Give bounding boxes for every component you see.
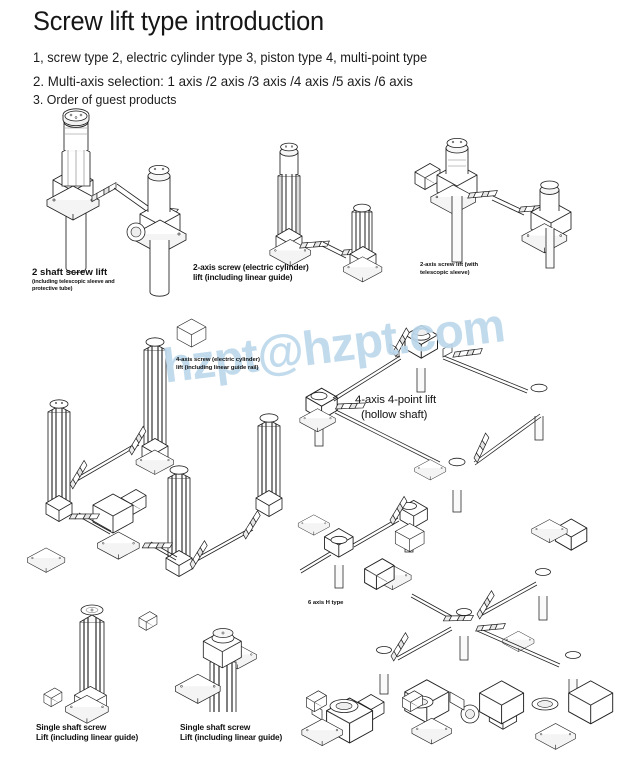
h-central-motor — [364, 523, 425, 590]
caption-single-shaft-left: Single shaft screw Lift (including linea… — [36, 722, 138, 743]
caption-6-axis-h-line1: 6 axis H type — [308, 600, 344, 606]
bevel-unit-bottom — [448, 457, 588, 551]
assembly-single-shaft-left — [43, 604, 109, 724]
caption-2-shaft-line1: 2 shaft screw lift — [32, 267, 108, 278]
caption-single-shaft-right-line1: Single shaft screw — [180, 722, 251, 732]
caption-6-axis-h-type: 6 axis H type — [308, 600, 343, 608]
column-back-left — [135, 337, 174, 475]
caption-2-axis-electric-cylinder: 2-axis screw (electric cylinder) lift (i… — [193, 262, 309, 283]
caption-single-shaft-left-line2: Lift (including linear guide) — [36, 732, 139, 743]
caption-2-shaft-screw-lift: 2 shaft screw lift (including telescopic… — [32, 267, 115, 293]
caption-4-point-line1: 4-axis 4-point lift — [355, 394, 437, 406]
bevel-unit-top — [389, 325, 453, 393]
caption-4-axis-ec-line2: lift (including linear guide rail) — [176, 364, 259, 371]
column-front-left — [27, 399, 73, 573]
assembly-2-axis-electric-cylinder — [269, 142, 383, 283]
gearbox-unit-3 — [449, 680, 576, 750]
gearbox-unit-4 — [402, 680, 614, 725]
caption-2-axis-ec-line1: 2-axis screw (electric cylinder) — [193, 262, 309, 272]
caption-2-shaft-line3: protective tube) — [32, 286, 73, 293]
bevel-unit-right — [530, 383, 548, 441]
assembly-4-axis-electric-cylinder — [27, 337, 412, 670]
column-right — [255, 413, 412, 590]
caption-single-shaft-right: Single shaft screw Lift (including linea… — [180, 722, 282, 743]
caption-2-axis-ec-line2: lift (including linear guide) — [193, 272, 293, 283]
caption-2-axis-tel-line1: 2-axis screw lift (with — [420, 262, 479, 268]
caption-4-axis-electric-cylinder: 4-axis screw (electric cylinder) lift (i… — [176, 357, 260, 372]
intro-line-3: 3. Order of guest products — [33, 92, 177, 107]
assembly-2-axis-telescopic — [414, 137, 572, 269]
caption-4-axis-4-point-lift: 4-axis 4-point lift (hollow shaft) — [355, 393, 436, 423]
intro-line-1: 1, screw type 2, electric cylinder type … — [33, 50, 428, 65]
caption-2-shaft-line2: (including telescopic sleeve and — [32, 279, 115, 285]
caption-single-shaft-right-line2: Lift (including linear guide) — [180, 732, 283, 743]
caption-single-shaft-left-line1: Single shaft screw — [36, 722, 107, 732]
column-center — [165, 465, 257, 670]
h-node-lower-left — [357, 646, 392, 721]
gearbox-units-row — [301, 679, 614, 750]
caption-4-point-line2: (hollow shaft) — [361, 409, 428, 421]
assembly-4-axis-4-point-lift — [176, 318, 588, 551]
caption-2-axis-telescopic: 2-axis screw lift (with telescopic sleev… — [420, 262, 478, 277]
intro-line-2: 2. Multi-axis selection: 1 axis /2 axis … — [33, 72, 413, 89]
h-node-upper-left — [297, 514, 354, 589]
h-node-right-upper — [535, 568, 551, 621]
header: Screw lift type introduction 1, screw ty… — [33, 4, 593, 110]
assembly-2-shaft-screw-lift — [46, 108, 187, 297]
page-title: Screw lift type introduction — [33, 6, 324, 36]
bevel-unit-left — [299, 387, 338, 447]
caption-4-axis-ec-line1: 4-axis screw (electric cylinder) — [176, 357, 260, 363]
caption-2-axis-tel-line2: telescopic sleeve) — [420, 269, 470, 276]
assembly-single-shaft-right — [138, 611, 242, 712]
